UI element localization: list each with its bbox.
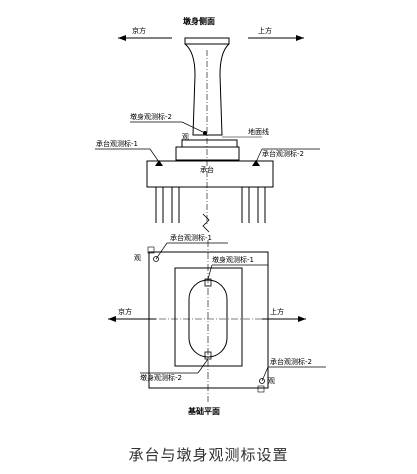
pier-small-label: 观 <box>182 133 189 141</box>
cap-marker-2-label: 承台观测标-2 <box>262 149 304 158</box>
plan-cap-marker-2-point <box>259 378 265 384</box>
upper-right-direction-label: 上方 <box>258 26 272 35</box>
plan-cap-marker-2-label: 承台观测标-2 <box>270 357 312 366</box>
piles <box>155 187 266 233</box>
plan-right-direction-label: 上方 <box>270 307 284 316</box>
upper-left-direction-arrow <box>118 35 172 41</box>
cap-marker-1-label: 承台观测标-1 <box>96 139 138 148</box>
cap-marker-2-point <box>252 160 260 166</box>
plan-small-label-b: 观 <box>268 377 275 385</box>
plan-cap-marker-1-label: 承台观测标-1 <box>170 233 212 242</box>
plan-cap-marker-1-point <box>153 256 159 262</box>
upper-view-title: 墩身侧面 <box>183 16 215 26</box>
plan-right-direction-arrow <box>262 316 306 322</box>
upper-right-direction-arrow <box>248 35 304 41</box>
plan-cap-marker-1-detail <box>147 246 155 254</box>
cap-marker-2-leader <box>255 148 263 163</box>
plan-cap-marker-2-detail <box>257 385 265 393</box>
pier-marker-2-label: 墩身观测标-2 <box>130 112 172 121</box>
cap-marker-1-leader <box>149 148 160 163</box>
pile-cap-label: 承台 <box>200 165 214 174</box>
pier-base <box>175 139 240 161</box>
pile-cap-plan <box>148 251 269 389</box>
plan-cap-marker-1-leader <box>155 242 168 260</box>
plan-pier-marker-1-leader <box>207 264 213 280</box>
upper-left-direction-label: 京方 <box>132 26 146 35</box>
figure-caption: 承台与墩身观测标设置 <box>128 446 289 464</box>
plan-pier-marker-2-leader <box>197 358 209 374</box>
plan-left-direction-arrow <box>108 316 156 322</box>
plan-pier-marker-1-label: 墩身观测标-1 <box>212 255 254 264</box>
pile-cap-elevation <box>146 160 274 188</box>
cap-marker-1-point <box>155 160 163 166</box>
pier-base-plan <box>174 267 243 367</box>
plan-centerlines <box>135 240 282 402</box>
plan-cap-marker-2-leader <box>261 366 269 382</box>
pier-marker-2-leader <box>181 121 206 134</box>
ground-line-label: 地面线 <box>248 127 269 136</box>
pier-shaft <box>184 37 230 225</box>
plan-small-label-a: 观 <box>134 254 141 262</box>
plan-view-title: 基础平面 <box>187 406 220 416</box>
pier-cap-marker-diagram: 墩身侧面 京方 上方 墩身观测标-2 观 地面线 承台观测标-1 承台观测标-2… <box>95 16 326 416</box>
plan-pier-marker-2-label: 墩身观测标-2 <box>140 373 182 382</box>
plan-left-direction-label: 京方 <box>118 307 132 316</box>
